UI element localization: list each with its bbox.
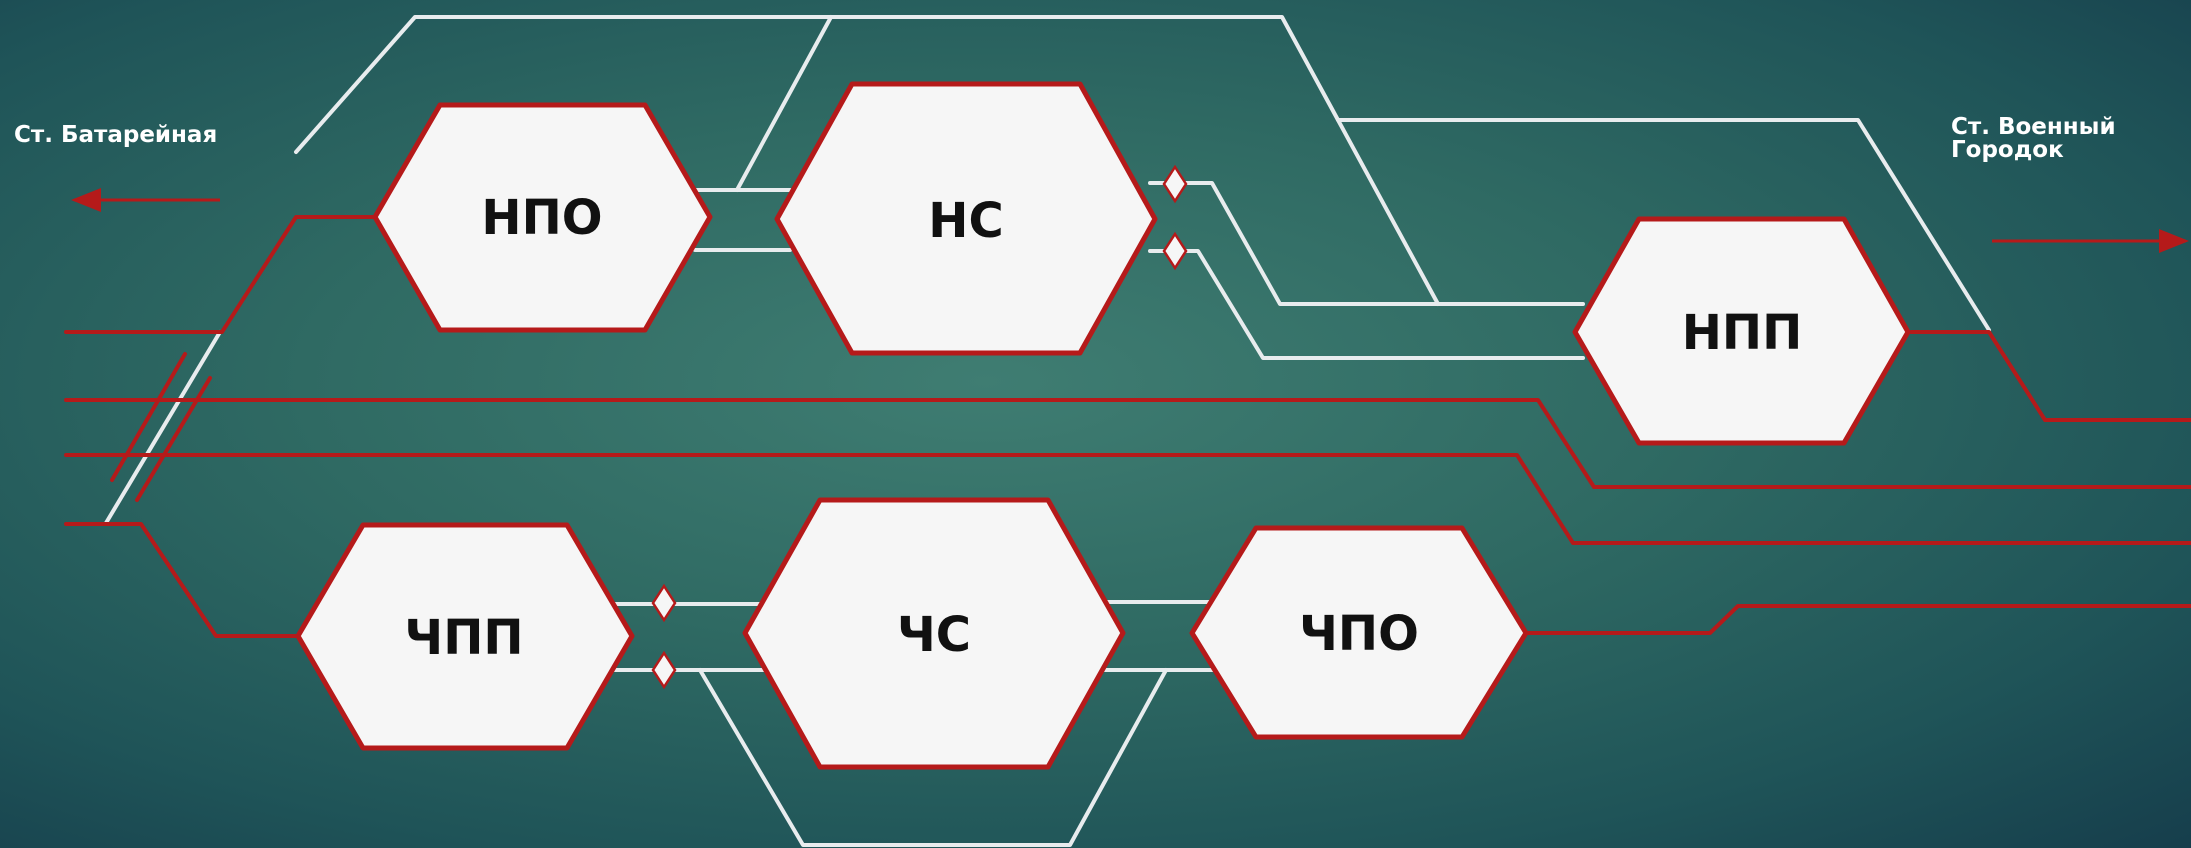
signal-diamond-nc-lower <box>1162 231 1188 271</box>
hexagon-npp <box>1572 216 1911 446</box>
node-ns: НС <box>774 81 1158 356</box>
node-label-chpp: ЧПП <box>404 610 523 666</box>
red-track-npp-exit <box>1909 330 2191 422</box>
hexagon-chs <box>742 497 1126 770</box>
node-label-ns: НС <box>928 193 1003 249</box>
red-track-main-1 <box>64 215 377 334</box>
node-chpp: ЧПП <box>295 522 635 751</box>
node-chs: ЧС <box>742 497 1126 770</box>
signal-diamond-chpp-lower <box>651 650 677 690</box>
signal-diamond-nc-upper <box>1162 164 1188 204</box>
node-label-chs: ЧС <box>897 607 971 663</box>
white-track-top-branch <box>735 15 833 192</box>
node-npp: НПП <box>1572 216 1911 446</box>
hexagon-ns <box>774 81 1158 356</box>
hexagon-npo <box>372 102 713 333</box>
node-label-npp: НПП <box>1682 305 1803 361</box>
white-track-crossover <box>1336 118 1440 306</box>
station-label-batareynaya: Ст. Батарейная <box>14 122 218 148</box>
station-label-voenny-gorodok: Ст. Военный Городок <box>1951 114 2116 163</box>
hexagon-chpp <box>295 522 635 751</box>
white-track-top-bypass <box>294 15 1991 332</box>
red-tracks <box>64 215 2191 638</box>
white-track-bottom-loop <box>698 668 1168 847</box>
red-track-main-4 <box>64 522 300 638</box>
red-track-main-2 <box>64 398 2191 489</box>
red-track-chpo-exit <box>1525 604 2191 635</box>
node-chpo: ЧПО <box>1189 525 1529 740</box>
node-label-chpo: ЧПО <box>1299 606 1419 662</box>
hexagon-chpo <box>1189 525 1529 740</box>
red-track-hash-2 <box>135 376 212 502</box>
signal-diamond-chpp-upper <box>651 583 677 623</box>
node-label-npo: НПО <box>481 190 602 246</box>
node-npo: НПО <box>372 102 713 333</box>
white-track-nc-npp-upper <box>1148 181 1585 306</box>
white-track-left-crossover <box>104 330 222 525</box>
red-track-main-3 <box>64 453 2191 545</box>
red-track-hash-1 <box>110 352 187 482</box>
